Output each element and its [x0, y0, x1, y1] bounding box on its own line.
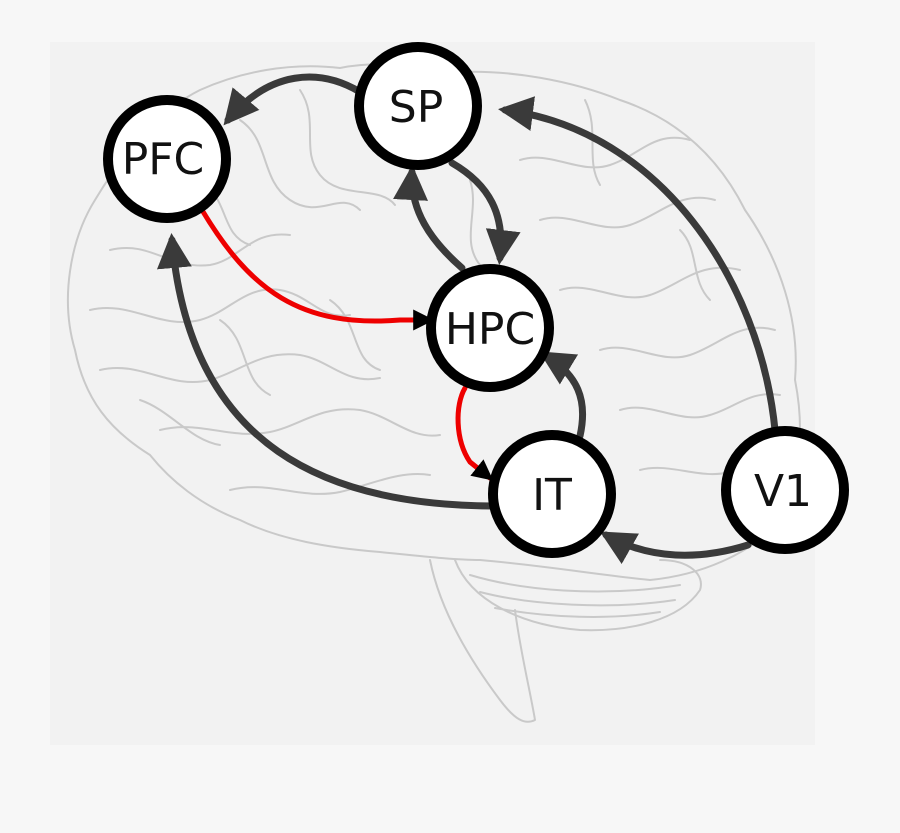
connections [156, 73, 779, 565]
node-pfc-circle [103, 95, 231, 223]
node-hpc-label: HPC [445, 304, 535, 355]
node-hpc: HPC [426, 264, 554, 392]
edge-v1-to-it [599, 531, 752, 565]
edge-pfc-to-hpc [199, 207, 435, 331]
edge-v1-to-sp [498, 96, 779, 434]
node-it-label: IT [532, 470, 572, 521]
node-sp-label: SP [389, 82, 443, 133]
edge-it-to-pfc [156, 233, 496, 510]
node-it-circle [488, 430, 616, 558]
edge-it-to-hpc [539, 351, 587, 440]
brain-illustration [66, 63, 801, 723]
node-v1-label: V1 [754, 466, 812, 517]
node-hpc-circle [426, 264, 554, 392]
node-sp: SP [354, 42, 482, 170]
node-it: IT [488, 430, 616, 558]
edge-sp-to-hpc [448, 159, 521, 265]
edge-hpc-to-it [455, 385, 494, 481]
node-v1: V1 [721, 426, 849, 554]
node-pfc-label: PFC [122, 134, 205, 185]
node-pfc: PFC [103, 95, 231, 223]
node-v1-circle [721, 426, 849, 554]
node-sp-circle [354, 42, 482, 170]
edge-sp-to-pfc [223, 73, 364, 126]
edge-hpc-to-sp [393, 165, 466, 272]
